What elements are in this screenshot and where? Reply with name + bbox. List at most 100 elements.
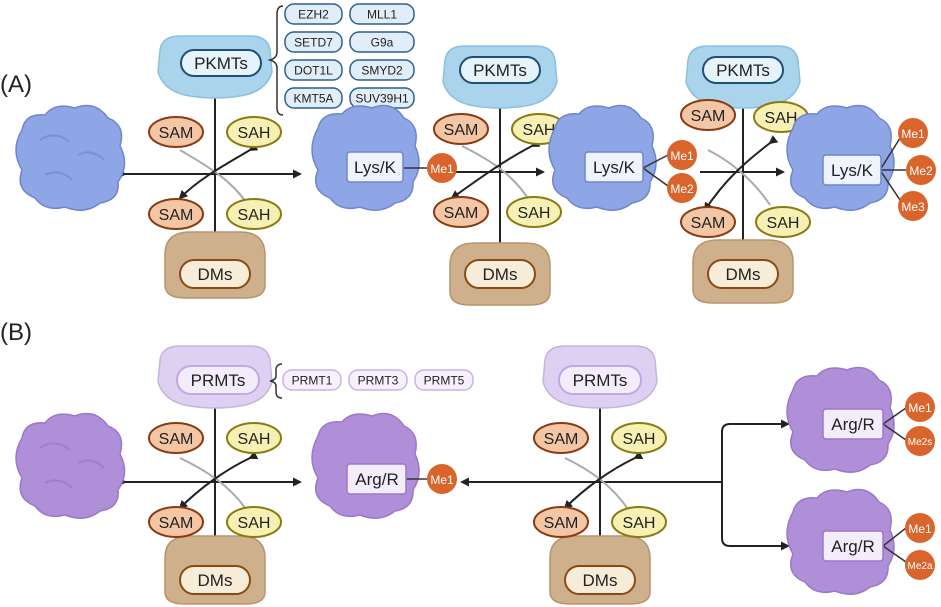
svg-text:SAH: SAH <box>623 515 656 532</box>
panel-a-label: (A) <box>0 71 32 98</box>
sah-token: SAH <box>226 198 282 230</box>
sah-token: SAH <box>611 422 667 454</box>
protein-arg-me2s: Arg/R Me1 Me2s <box>786 366 935 473</box>
cofactor-arrow <box>450 138 541 200</box>
sah-token: SAH <box>755 206 811 238</box>
me2-mark: Me2 <box>909 164 933 178</box>
cofactor-arrow <box>563 450 644 510</box>
svg-text:Arg/R: Arg/R <box>831 537 874 556</box>
svg-text:DMs: DMs <box>583 571 618 590</box>
prmts-enzyme: PRMTs <box>157 345 273 409</box>
arg-label: Arg/R <box>355 470 398 489</box>
pkmts-label: PKMTs <box>194 54 248 73</box>
svg-text:SAH: SAH <box>623 431 656 448</box>
branch-arrow-down <box>721 482 790 551</box>
svg-text:PRMT3: PRMT3 <box>358 373 399 387</box>
svg-text:Arg/R: Arg/R <box>831 415 874 434</box>
pkmt-member-chip: MLL1 <box>349 3 415 25</box>
svg-text:SAH: SAH <box>238 431 271 448</box>
svg-text:DMs: DMs <box>198 571 233 590</box>
dms-label: DMs <box>198 265 233 284</box>
sam-token: SAM <box>148 198 204 230</box>
sam-token: SAM <box>533 422 589 454</box>
stage-b2: PRMTs DMs SAM SAH SAM SAH <box>460 345 790 605</box>
svg-text:DMs: DMs <box>483 265 518 284</box>
protein-unmodified-blue <box>15 104 126 211</box>
svg-text:SAH: SAH <box>238 515 271 532</box>
svg-text:PRMTs: PRMTs <box>573 371 628 390</box>
svg-text:MLL1: MLL1 <box>367 7 397 21</box>
sam-token: SAM <box>148 116 204 148</box>
svg-text:SAH: SAH <box>523 122 556 139</box>
prmts-label: PRMTs <box>191 371 246 390</box>
sam-token: SAM <box>433 113 489 145</box>
pkmt-member-chip: SMYD2 <box>349 59 415 81</box>
protein-lys-me3: Lys/K Me1 Me2 Me3 <box>786 104 936 221</box>
stage-a3: PKMTs DMs SAM SAH SAM SAH <box>680 45 811 304</box>
svg-text:SAH: SAH <box>518 205 551 222</box>
stage-a2: PKMTs DMs SAM SAH SAM SAH <box>433 45 567 306</box>
svg-text:SAM: SAM <box>444 205 479 222</box>
svg-text:SAH: SAH <box>767 215 800 232</box>
sam-token: SAM <box>680 99 736 131</box>
sam-token: SAM <box>680 206 736 238</box>
protein-lys-me2: Lys/K Me1 Me2 <box>548 104 697 211</box>
dms-enzyme: DMs <box>164 535 266 605</box>
svg-text:PRMT5: PRMT5 <box>424 373 465 387</box>
me1-mark: Me1 <box>901 127 925 141</box>
sah-token: SAH <box>506 196 562 228</box>
sam-token: SAM <box>433 196 489 228</box>
prmt-member-chip: PRMT5 <box>414 369 474 391</box>
cofactor-arrow <box>703 135 779 212</box>
prmt-member-chip: PRMT3 <box>348 369 408 391</box>
prmt-member-chip: PRMT1 <box>282 369 342 391</box>
me1-mark: Me1 <box>670 149 694 163</box>
svg-text:DOT1L: DOT1L <box>294 63 333 77</box>
svg-text:G9a: G9a <box>371 35 394 49</box>
stage-b1: PRMTs DMs SAM SAH SAM SAH <box>118 345 302 605</box>
svg-text:SMYD2: SMYD2 <box>361 63 403 77</box>
sam-token: SAM <box>148 506 204 538</box>
me2s-mark: Me2s <box>908 437 932 448</box>
prmts-enzyme: PRMTs <box>542 345 658 409</box>
svg-text:SAM: SAM <box>544 515 579 532</box>
pkmt-member-chip: DOT1L <box>284 59 343 81</box>
svg-text:SAM: SAM <box>159 431 194 448</box>
sah-token: SAH <box>226 116 282 148</box>
pkmts-enzyme: PKMTs <box>157 35 273 99</box>
svg-text:SAM: SAM <box>544 431 579 448</box>
cofactor-arrow <box>178 142 259 200</box>
me2-mark: Me2 <box>670 182 694 196</box>
sam-token: SAM <box>148 422 204 454</box>
cofactor-curve <box>707 149 771 206</box>
svg-text:SAM: SAM <box>159 515 194 532</box>
svg-text:PRMT1: PRMT1 <box>292 373 333 387</box>
svg-text:SAM: SAM <box>159 125 194 142</box>
sah-token: SAH <box>226 506 282 538</box>
svg-text:KMT5A: KMT5A <box>293 91 333 105</box>
protein-arg-me1: Arg/R Me1 <box>311 412 457 519</box>
cofactor-arrow <box>178 450 259 510</box>
me1-mark: Me1 <box>430 473 454 487</box>
prmt-member-list: PRMT1 PRMT3 PRMT5 <box>269 363 474 399</box>
svg-text:Lys/K: Lys/K <box>593 158 636 177</box>
svg-text:Lys/K: Lys/K <box>831 161 874 180</box>
me1-mark: Me1 <box>908 401 932 415</box>
svg-text:PKMTs: PKMTs <box>473 61 527 80</box>
dms-enzyme: DMs <box>692 239 794 304</box>
panel-b-label: (B) <box>0 319 32 346</box>
svg-text:PKMTs: PKMTs <box>716 61 770 80</box>
svg-text:SAM: SAM <box>444 122 479 139</box>
protein-unmodified-purple <box>15 412 126 519</box>
svg-text:SAH: SAH <box>765 110 798 127</box>
me1-mark: Me1 <box>908 522 932 536</box>
sam-token: SAM <box>533 506 589 538</box>
sah-token: SAH <box>226 422 282 454</box>
protein-arg-me2a: Arg/R Me1 Me2a <box>786 488 935 595</box>
pkmt-member-chip: G9a <box>349 31 415 53</box>
pkmt-member-chip: SETD7 <box>284 31 343 53</box>
pkmt-member-chip: EZH2 <box>284 3 343 25</box>
